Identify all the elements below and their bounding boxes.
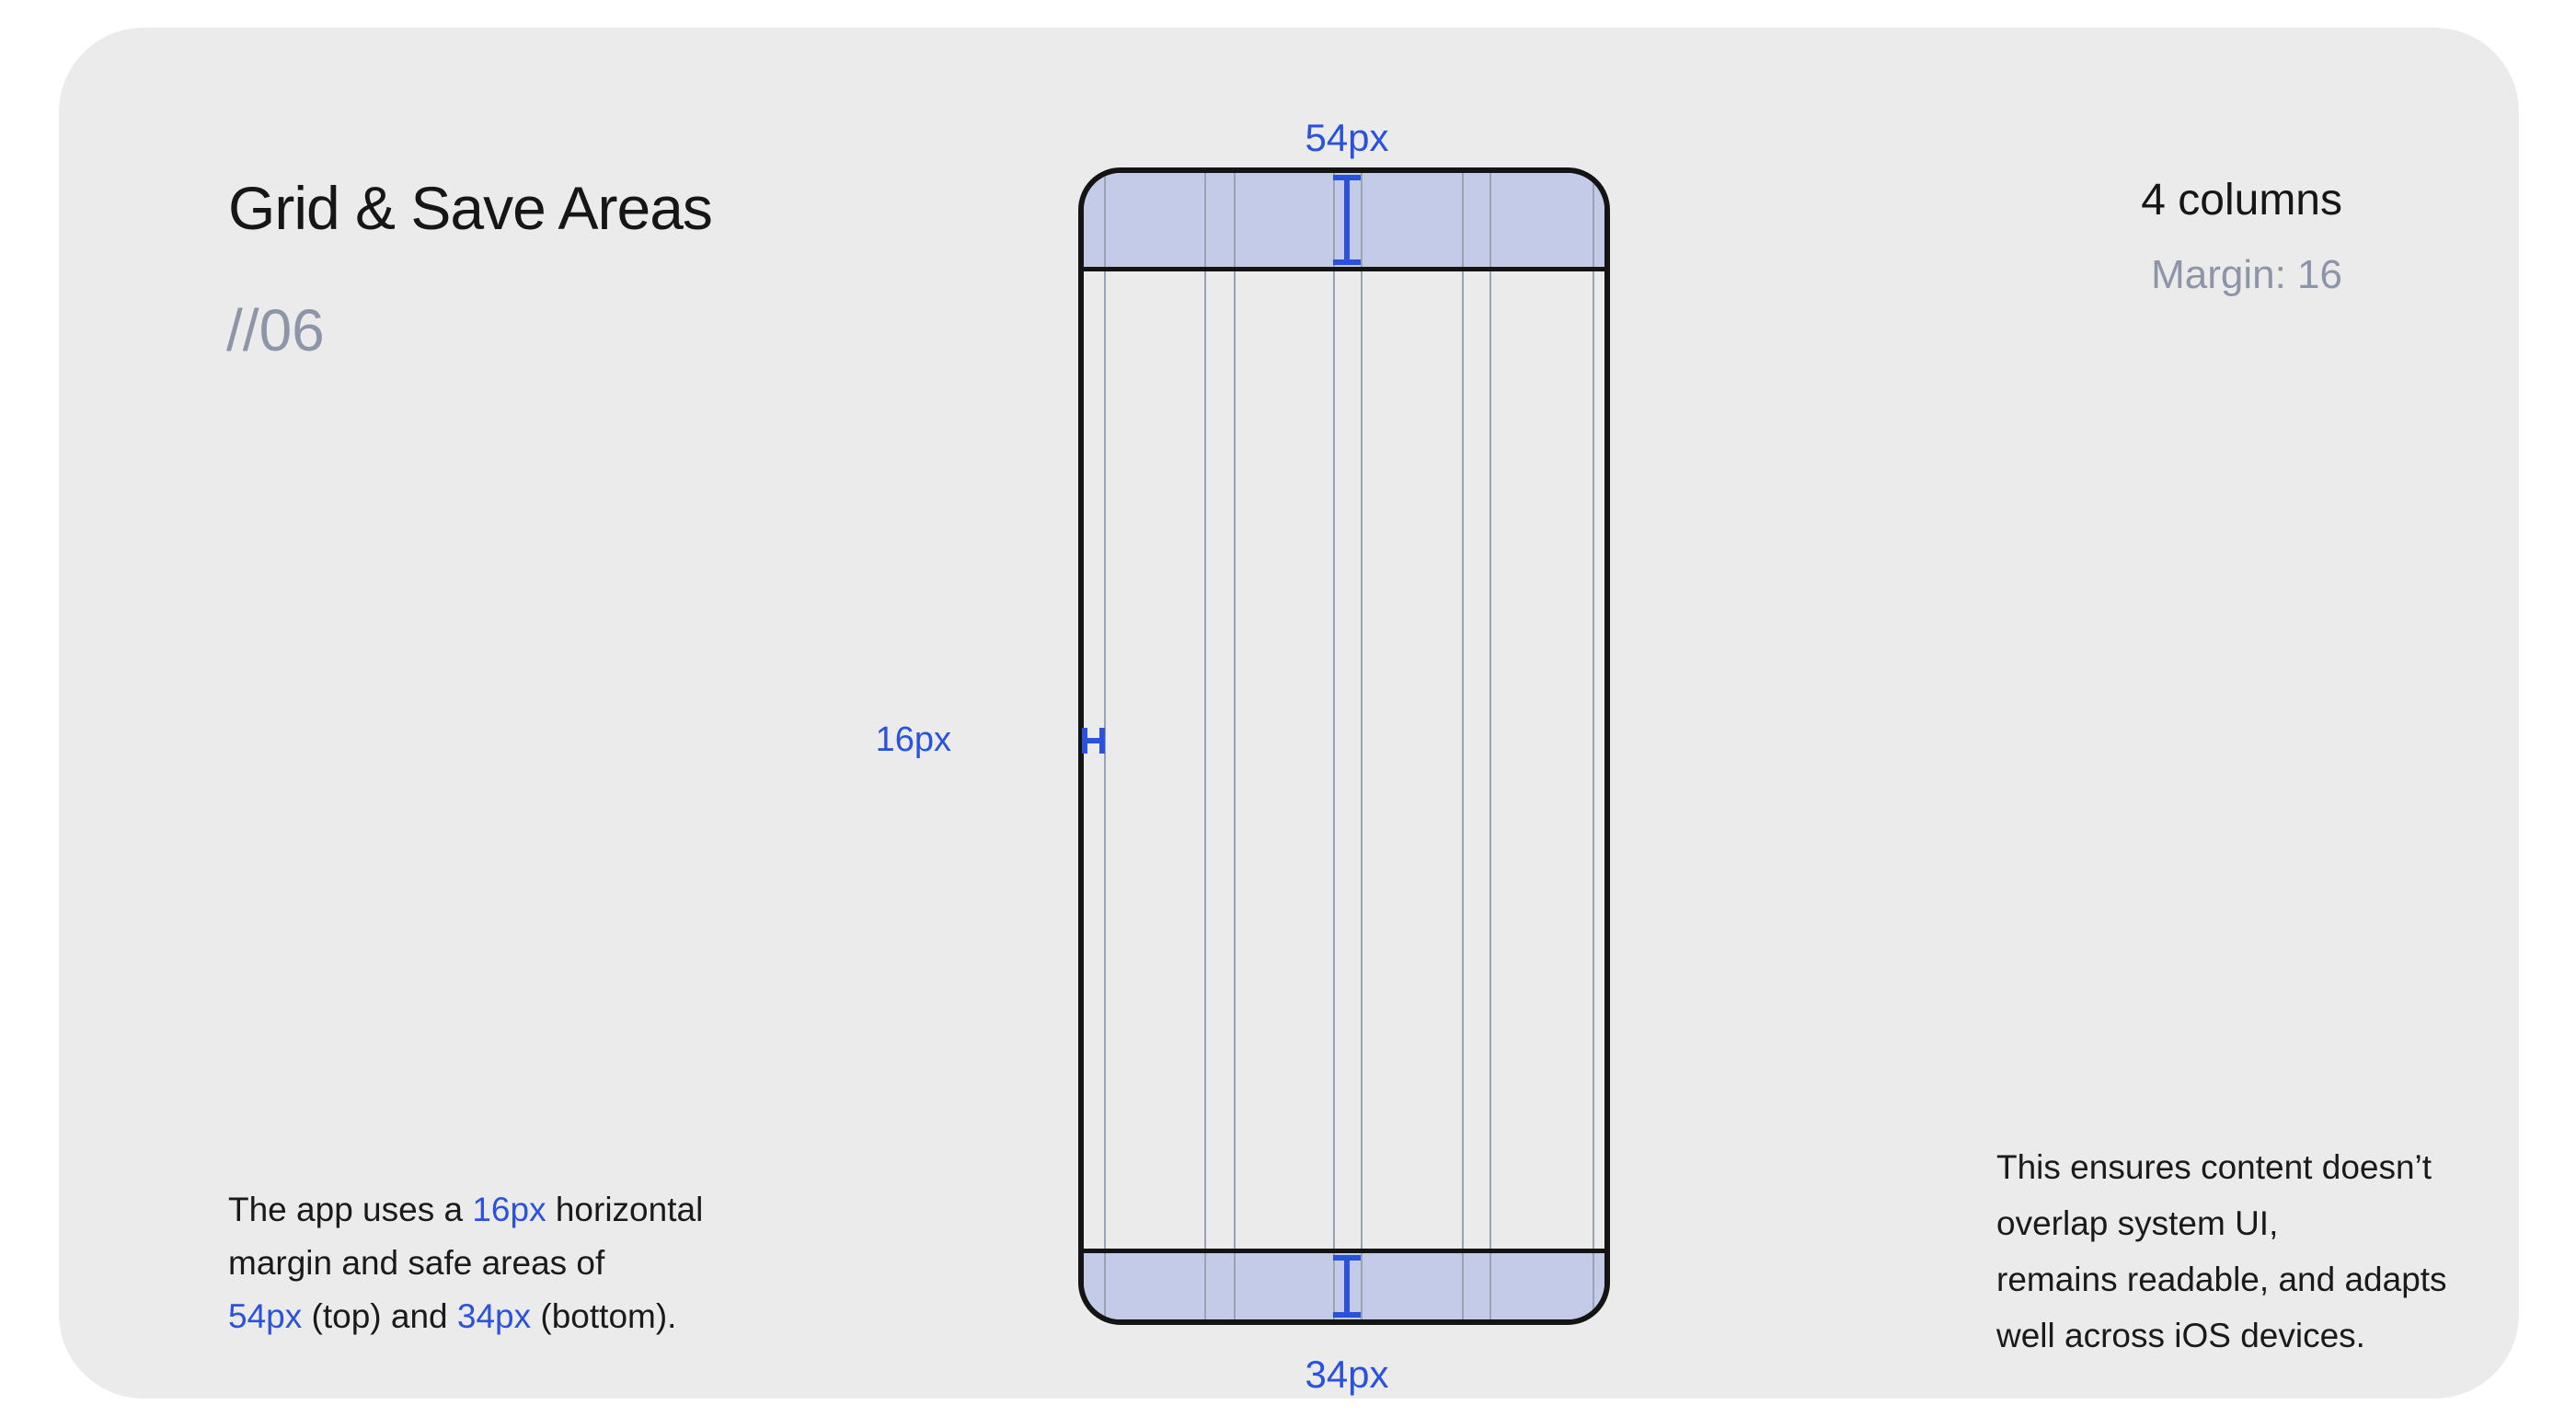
grid-column-line xyxy=(1104,173,1106,1319)
top-safe-area-measure-beam xyxy=(1333,175,1361,265)
margin-value-highlight: 16px xyxy=(472,1191,546,1228)
note-text: horizontal xyxy=(546,1191,704,1228)
right-annotation: This ensures content doesn’t overlap sys… xyxy=(1996,1139,2447,1364)
slide-card: Grid & Save Areas //06 4 columns Margin:… xyxy=(59,28,2519,1399)
slide-index: //06 xyxy=(226,297,325,363)
columns-count-label: 4 columns xyxy=(2141,176,2342,225)
top-safe-area-measurement: 54px xyxy=(1305,116,1389,159)
top-safe-value-highlight: 54px xyxy=(228,1297,303,1335)
phone-mockup xyxy=(1078,167,1610,1325)
side-margin-measurement: 16px xyxy=(875,720,951,759)
grid-column-line xyxy=(1234,173,1236,1319)
note-text: well across iOS devices. xyxy=(1996,1317,2365,1354)
grid-column-line xyxy=(1462,173,1464,1319)
grid-column-line xyxy=(1361,173,1363,1319)
grid-column-line xyxy=(1489,173,1491,1319)
note-text: margin and safe areas of xyxy=(228,1244,605,1282)
note-text: This ensures content doesn’t xyxy=(1996,1148,2432,1186)
page-title: Grid & Save Areas xyxy=(228,174,713,242)
note-text: (top) and xyxy=(302,1297,457,1335)
bottom-safe-area-divider xyxy=(1084,1249,1604,1253)
grid-column-line xyxy=(1333,173,1335,1319)
note-text: The app uses a xyxy=(228,1191,473,1228)
grid-column-line xyxy=(1593,173,1594,1319)
bottom-safe-value-highlight: 34px xyxy=(456,1297,532,1335)
column-grid xyxy=(1084,173,1604,1319)
left-annotation: The app uses a 16px horizontal margin an… xyxy=(228,1183,703,1343)
note-text: overlap system UI, xyxy=(1996,1204,2279,1242)
margin-measure-bracket xyxy=(1082,728,1105,754)
top-safe-area-divider xyxy=(1084,267,1604,271)
margin-value-label: Margin: 16 xyxy=(2151,252,2342,297)
bottom-safe-area-measurement: 34px xyxy=(1305,1353,1389,1396)
bottom-safe-area-measure-beam xyxy=(1333,1255,1361,1318)
grid-column-line xyxy=(1204,173,1206,1319)
note-text: (bottom). xyxy=(531,1297,677,1335)
note-text: remains readable, and adapts xyxy=(1996,1261,2447,1298)
